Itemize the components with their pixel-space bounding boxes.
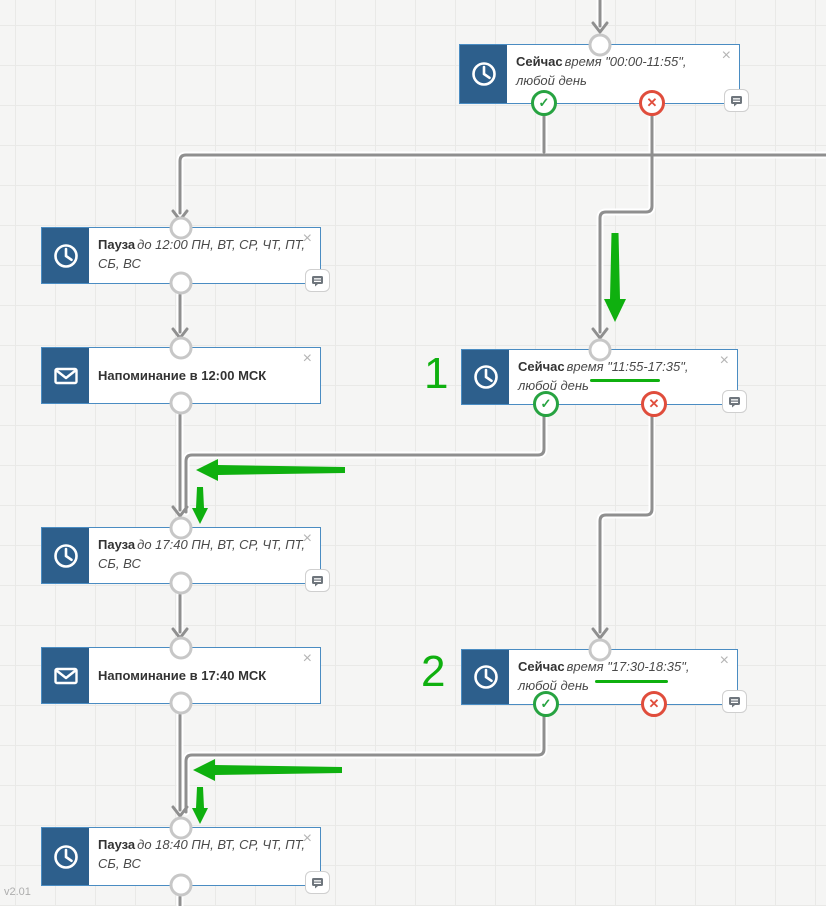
success-port[interactable]: ✓ [533,691,559,717]
comment-icon [729,396,740,407]
node-title: Сейчас [518,659,565,674]
annotation-arrow-left-1 [196,459,345,481]
clock-icon [42,828,89,885]
close-icon[interactable]: × [719,652,729,669]
comment-button[interactable] [305,269,330,292]
node-desc: до 12:00 ПН, ВТ, СР, ЧТ, ПТ, СБ, ВС [98,237,306,271]
output-port[interactable] [169,271,193,295]
output-port[interactable] [169,691,193,715]
envelope-icon [42,648,89,703]
node-desc: до 18:40 ПН, ВТ, СР, ЧТ, ПТ, СБ, ВС [98,837,306,871]
output-port[interactable] [169,873,193,897]
comment-icon [312,877,323,888]
input-port[interactable] [169,336,193,360]
annotation-arrow-down-big [604,233,626,322]
annotation-arrow-left-2 [193,759,342,781]
comment-icon [312,575,323,586]
failure-port[interactable]: ✕ [641,691,667,717]
output-port[interactable] [169,391,193,415]
node-title: Напоминание в 12:00 МСК [98,368,267,383]
close-icon[interactable]: × [302,350,312,367]
input-port[interactable] [169,816,193,840]
comment-button[interactable] [305,871,330,894]
input-port[interactable] [169,516,193,540]
comment-button[interactable] [724,89,749,112]
close-icon[interactable]: × [721,47,731,64]
annotation-arrow-down-small-1 [192,487,208,524]
clock-icon [460,45,507,103]
comment-button[interactable] [305,569,330,592]
node-title: Сейчас [516,54,563,69]
node-desc: время "11:55-17:35", любой день [518,359,689,393]
input-port[interactable] [588,338,611,362]
envelope-icon [42,348,89,403]
input-port[interactable] [169,636,193,660]
node-title: Напоминание в 17:40 МСК [98,668,267,683]
clock-icon [42,228,89,283]
comment-icon [731,95,742,106]
node-title: Сейчас [518,359,565,374]
failure-port[interactable]: ✕ [639,90,665,116]
node-email-reminder-1200[interactable]: Напоминание в 12:00 МСК × [41,336,321,415]
annotation-number-2: 2 [421,647,446,696]
comment-icon [729,696,740,707]
node-email-reminder-1740[interactable]: Напоминание в 17:40 МСК × [41,636,321,715]
node-title: Пауза [98,237,136,252]
success-port[interactable]: ✓ [531,90,557,116]
annotation-number-1: 1 [424,349,449,398]
clock-icon [42,528,89,583]
close-icon[interactable]: × [302,530,312,547]
clock-icon [462,650,509,704]
input-port[interactable] [588,33,611,57]
input-port[interactable] [169,216,193,240]
node-title: Пауза [98,537,136,552]
input-port[interactable] [588,638,611,662]
version-label: v2.01 [4,886,31,898]
node-title: Пауза [98,837,136,852]
close-icon[interactable]: × [302,650,312,667]
comment-icon [312,275,323,286]
clock-icon [462,350,509,404]
node-desc: время "00:00-11:55", любой день [516,54,687,88]
annotation-underline-2 [595,680,668,683]
comment-button[interactable] [722,690,747,713]
close-icon[interactable]: × [302,230,312,247]
node-desc: время "17:30-18:35", любой день [518,659,690,693]
close-icon[interactable]: × [719,352,729,369]
close-icon[interactable]: × [302,830,312,847]
node-desc: до 17:40 ПН, ВТ, СР, ЧТ, ПТ, СБ, ВС [98,537,306,571]
annotation-arrow-down-small-2 [192,787,208,824]
output-port[interactable] [169,571,193,595]
comment-button[interactable] [722,390,747,413]
failure-port[interactable]: ✕ [641,391,667,417]
annotation-underline-1 [590,379,660,382]
success-port[interactable]: ✓ [533,391,559,417]
